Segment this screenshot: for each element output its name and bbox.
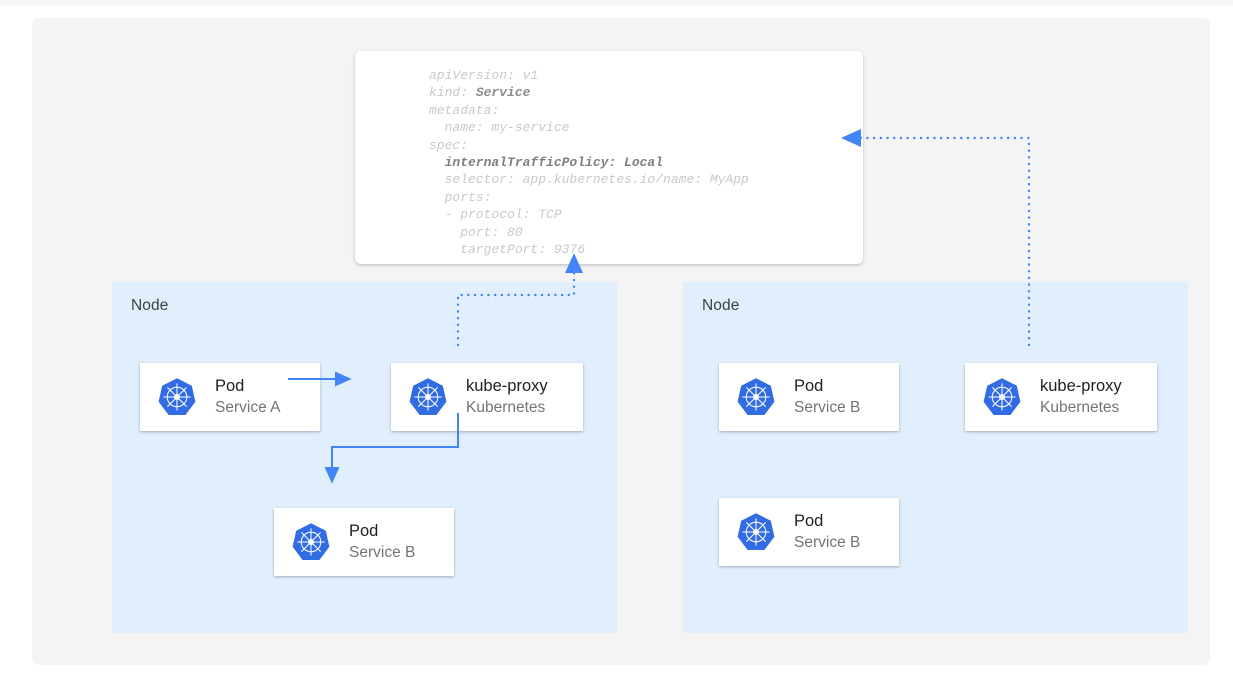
card-subtitle: Service B xyxy=(794,398,861,416)
card-title: Pod xyxy=(349,522,379,541)
card-pod-service-a[interactable]: Pod Service A xyxy=(140,363,320,431)
card-pod-service-b-left[interactable]: Pod Service B xyxy=(274,508,454,576)
kubernetes-icon xyxy=(158,378,196,415)
card-title: kube-proxy xyxy=(466,377,548,396)
node-label-right: Node xyxy=(702,297,740,314)
diagram-canvas: apiVersion: v1 kind: Service metadata: n… xyxy=(32,18,1210,665)
card-text: kube-proxy Kubernetes xyxy=(466,377,548,417)
card-subtitle: Service B xyxy=(794,533,861,551)
card-subtitle: Service B xyxy=(349,543,416,561)
node-region-left: Node xyxy=(112,282,617,633)
kubernetes-icon xyxy=(983,378,1021,415)
card-text: kube-proxy Kubernetes xyxy=(1040,377,1122,417)
card-text: Pod Service B xyxy=(794,377,860,417)
card-text: Pod Service B xyxy=(794,512,860,552)
kubernetes-icon xyxy=(292,523,330,560)
node-region-right: Node xyxy=(683,282,1188,633)
service-spec-yaml: apiVersion: v1 kind: Service metadata: n… xyxy=(429,68,749,258)
card-subtitle: Service A xyxy=(215,398,281,416)
card-subtitle: Kubernetes xyxy=(1040,398,1120,416)
card-text: Pod Service A xyxy=(215,377,280,417)
card-title: kube-proxy xyxy=(1040,377,1122,396)
card-pod-service-b-right-1[interactable]: Pod Service B xyxy=(719,363,899,431)
kubernetes-icon xyxy=(737,513,775,550)
node-label-left: Node xyxy=(131,297,169,314)
card-pod-service-b-right-2[interactable]: Pod Service B xyxy=(719,498,899,566)
kubernetes-icon xyxy=(737,378,775,415)
card-kube-proxy-right[interactable]: kube-proxy Kubernetes xyxy=(965,363,1157,431)
service-spec-panel: apiVersion: v1 kind: Service metadata: n… xyxy=(355,51,863,264)
kubernetes-icon xyxy=(409,378,447,415)
card-title: Pod xyxy=(794,377,824,396)
card-title: Pod xyxy=(215,377,245,396)
card-title: Pod xyxy=(794,512,824,531)
card-subtitle: Kubernetes xyxy=(466,398,546,416)
top-strip xyxy=(0,0,1233,5)
card-text: Pod Service B xyxy=(349,522,415,562)
card-kube-proxy-left[interactable]: kube-proxy Kubernetes xyxy=(391,363,583,431)
